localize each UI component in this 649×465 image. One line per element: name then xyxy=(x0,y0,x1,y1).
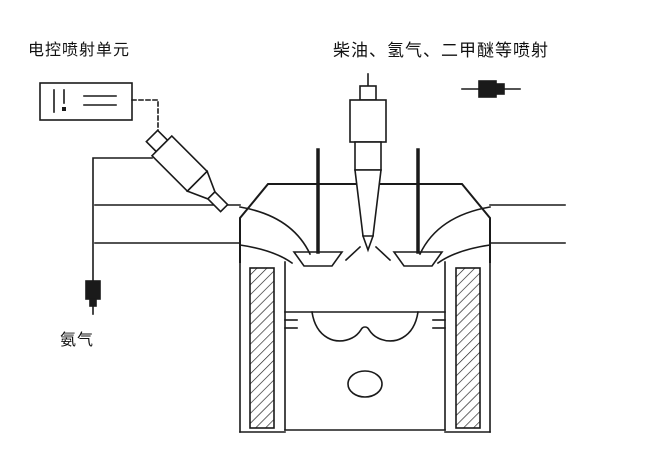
ecu-label: 电控喷射单元 xyxy=(28,42,131,59)
direct-injector xyxy=(349,73,387,253)
ammonia-label: 氨气 xyxy=(60,332,95,349)
piston-bowl xyxy=(311,311,419,342)
combustion-chamber-roof xyxy=(344,245,392,262)
control-wire-dashed xyxy=(131,99,159,132)
fuel-injection-label: 柴油、氢气、二甲醚等喷射 xyxy=(333,41,549,60)
ammonia-connector-icon xyxy=(85,280,101,315)
piston xyxy=(284,311,446,431)
ecu-box xyxy=(39,82,133,121)
port-injector xyxy=(145,129,229,213)
intake-port-lines xyxy=(94,204,241,244)
exhaust-port-lines xyxy=(489,204,566,244)
piston-pin xyxy=(347,370,383,398)
exhaust-valve xyxy=(392,148,444,267)
cylinder-wall-right xyxy=(444,261,491,433)
fuel-connector-icon xyxy=(461,80,521,98)
ammonia-supply-line xyxy=(92,157,153,282)
cylinder-wall-left xyxy=(239,261,286,433)
intake-valve xyxy=(292,148,344,267)
